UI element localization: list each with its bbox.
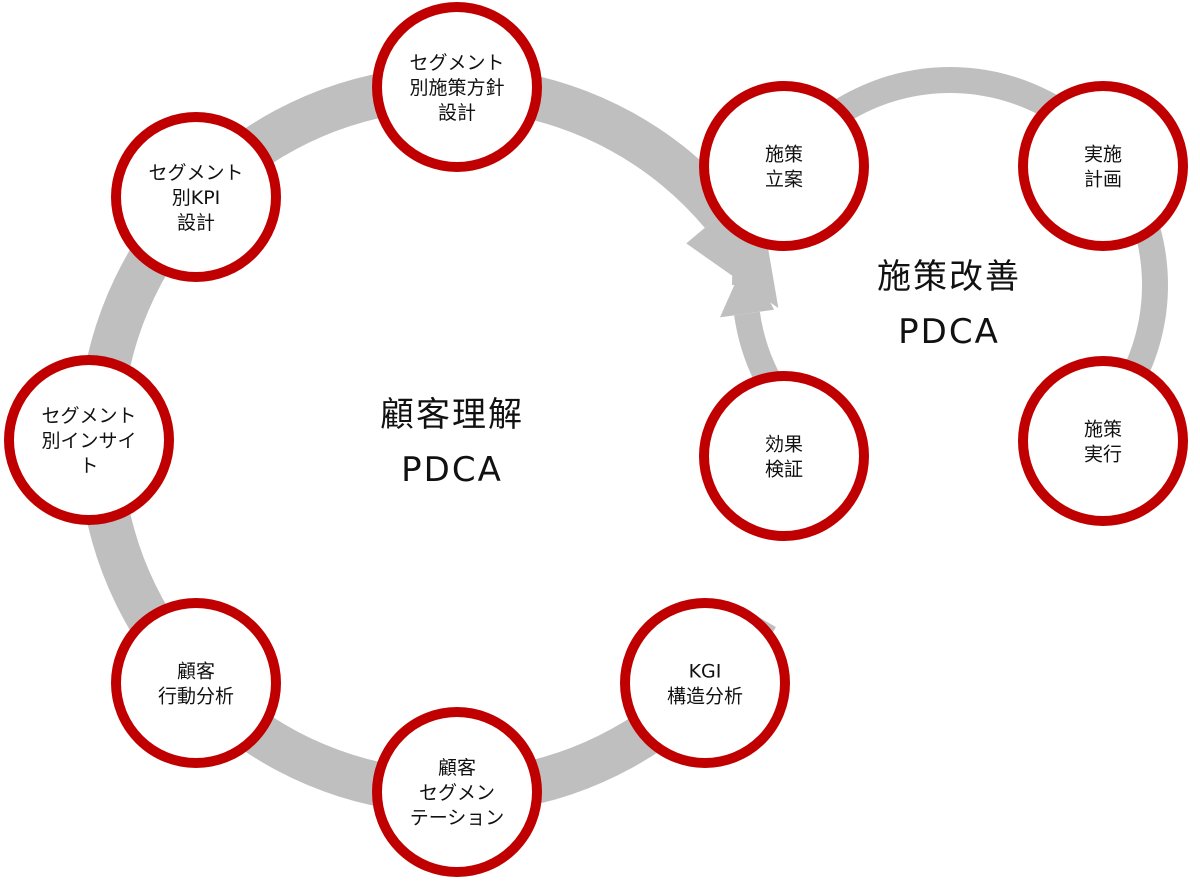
node-label-line: 顧客 <box>438 757 476 779</box>
node-label-line: 別KPI <box>172 187 221 209</box>
node-label-line: セグメン <box>419 782 495 804</box>
node-label-line: 別施策方針 <box>409 77 504 99</box>
node-label-line: 施策 <box>1084 419 1122 441</box>
node-label-line: セグメント <box>148 162 243 184</box>
customer-loop-arc-to-measure <box>497 69 739 228</box>
node-label-line: 立案 <box>765 169 803 191</box>
node-label-line: ト <box>79 455 98 477</box>
node-label-line: 実行 <box>1084 444 1122 466</box>
node-label-line: 検証 <box>765 459 803 481</box>
node-circle <box>699 81 869 251</box>
node-label-line: 顧客 <box>177 661 215 683</box>
node-circle <box>372 707 542 877</box>
node-circle <box>1018 81 1188 251</box>
node-circle <box>111 598 281 768</box>
node-label-line: 施策 <box>765 144 803 166</box>
verification-to-planning-arrowhead <box>719 256 775 318</box>
node-circle <box>1018 356 1188 526</box>
node-label-line: 計画 <box>1084 169 1122 191</box>
customer-understanding-title: 顧客理解 <box>380 395 524 435</box>
node-circle <box>620 598 790 768</box>
node-label-line: セグメント <box>409 52 504 74</box>
node-label-line: 設計 <box>438 102 476 124</box>
node-label-line: 構造分析 <box>667 686 743 708</box>
measure-improvement-pdca-label: PDCA <box>898 312 1000 352</box>
measure-improvement-title: 施策改善 <box>877 257 1021 297</box>
node-circle <box>699 371 869 541</box>
node-label-line: 実施 <box>1084 144 1122 166</box>
node-label-line: セグメント <box>41 405 136 427</box>
node-circle <box>111 112 281 282</box>
node-label-line: 設計 <box>177 212 215 234</box>
node-label-line: 別インサイ <box>41 430 136 452</box>
node-label-line: 行動分析 <box>158 686 234 708</box>
node-circle <box>372 2 542 172</box>
node-label-line: テーション <box>410 807 505 829</box>
node-label-line: 効果 <box>765 434 803 456</box>
node-kgi-analysis: KGI 構造分析 <box>620 598 790 768</box>
node-circle <box>4 355 174 525</box>
customer-understanding-pdca-label: PDCA <box>401 450 503 490</box>
cycle-nodes: KGI構造分析顧客セグメンテーション顧客行動分析セグメント別インサイトセグメント… <box>4 2 1188 877</box>
node-label-line: KGI <box>689 661 722 683</box>
